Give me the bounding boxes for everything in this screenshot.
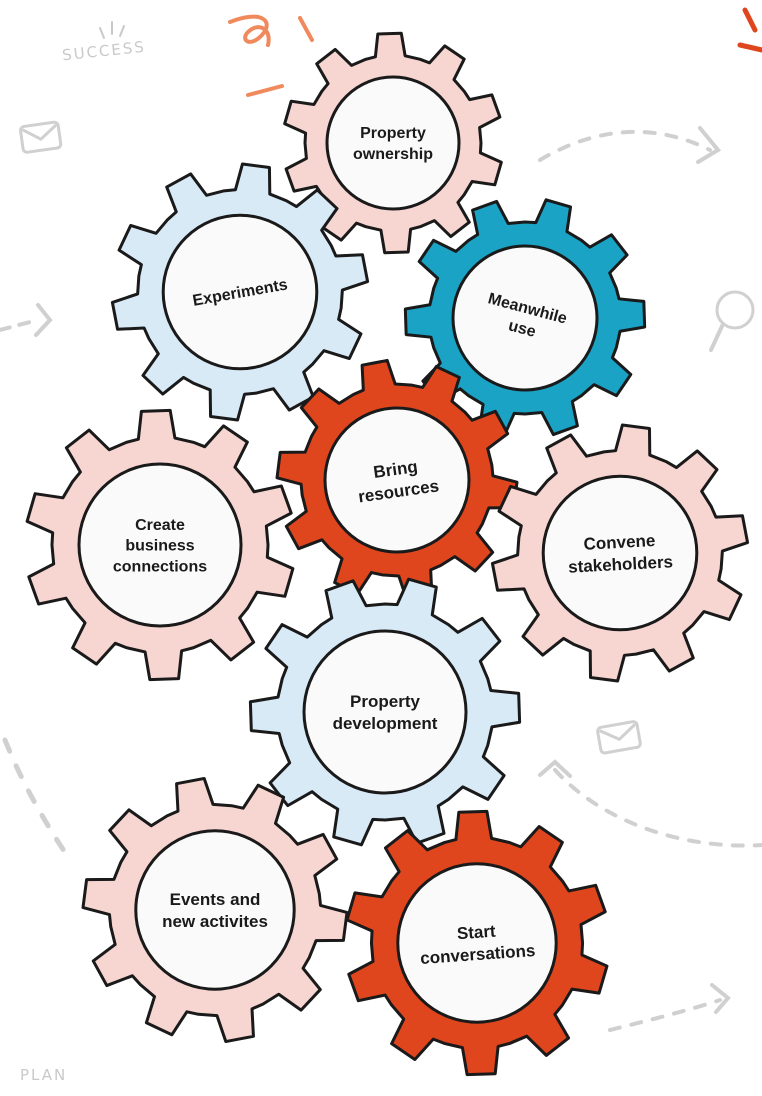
dashed-arrow-doodle [0,320,32,332]
gear-bring-resources: Bringresources [275,358,519,602]
plan-doodle-text: PLAN [20,1066,68,1084]
envelope-icon [19,120,63,154]
gear-hub [302,629,468,795]
gear-meanwhile-use: Meanwhileuse [403,198,647,438]
gear-label-events-and-new-activites: Events and new activites [162,890,268,931]
dashed-arrow-doodle [608,998,722,1032]
success-rays-doodle [99,21,125,39]
dashed-arrow-doodle [538,129,712,162]
dashed-curve-doodle [553,768,762,848]
gear-experiments: Experiments [110,162,370,422]
gear-property-development: Property development [248,577,522,847]
background-doodles [0,7,762,1032]
gear-label-line: use [507,317,538,341]
orange-scribble-doodle [228,14,271,47]
gear-label-create-business-connections: Create business connections [113,517,207,576]
gear-hub [134,829,296,991]
gear-hub [325,75,461,211]
gear-label-line: new activites [162,912,268,931]
gear-hub [451,244,599,392]
orange-dash-doodle [246,84,284,97]
gear-hub [396,862,558,1024]
gear-label-line: Events and [170,890,261,909]
arrowhead-doodle [710,983,731,1014]
orange-corner-doodle [737,7,762,53]
gear-hub [323,406,471,554]
gear-label-property-ownership: Property ownership [353,125,433,163]
gear-hub [541,474,699,632]
arrowhead-doodle [696,126,722,164]
dashed-curve-doodle [2,737,73,863]
gear-hub [77,462,243,628]
gear-convene-stakeholders: Convenestakeholders [490,423,750,683]
magnifier-icon [709,290,755,352]
gear-label-line: Convene [583,531,656,554]
envelope-icon [596,720,642,755]
gear-label-line: Start [456,922,496,944]
orange-spark-doodle [298,16,314,42]
gear-start-conversations: Startconversations [345,809,609,1077]
gear-property-ownership: Property ownership [283,31,503,255]
gear-label-line: Create [135,517,185,534]
gear-hub [161,213,319,371]
gear-label-property-development: Property development [333,692,438,733]
gear-label-line: connections [113,558,207,575]
arrowhead-doodle [538,759,572,778]
gear-label-line: business [125,538,194,555]
gear-create-business-connections: Create business connections [25,408,295,682]
arrowhead-doodle [34,303,53,337]
gear-label-start-conversations: Startconversations [418,919,536,968]
gear-label-line: Property [360,125,426,142]
gear-label-line: development [333,714,438,733]
gear-label-line: Property [350,692,420,711]
gear-label-line: ownership [353,146,433,163]
gear-events-and-new-activites: Events and new activites [81,776,349,1044]
